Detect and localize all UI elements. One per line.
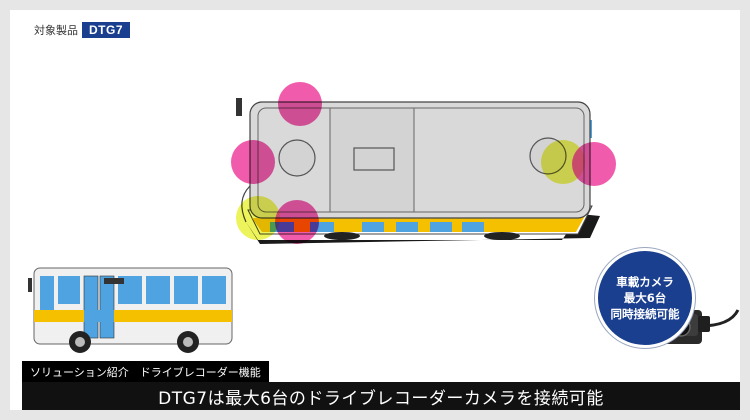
- camera-zones: [231, 82, 616, 244]
- camera-zone-magenta-top: [278, 82, 322, 126]
- scene-illustration: [28, 82, 740, 353]
- camera-zone-magenta-front: [231, 140, 275, 184]
- product-model-badge: DTG7: [82, 22, 131, 38]
- slide-frame: 対象製品 DTG7: [10, 10, 740, 410]
- slide-caption: DTG7は最大6台のドライブレコーダーカメラを接続可能: [22, 382, 740, 410]
- badge-line-3: 同時接続可能: [610, 307, 680, 321]
- camera-zone-yellow-front: [236, 196, 280, 240]
- camera-count-badge: 車載カメラ 最大6台 同時接続可能: [595, 248, 695, 348]
- camera-zone-magenta-side: [275, 200, 319, 244]
- product-label: 対象製品: [34, 24, 78, 37]
- bus-side-view-icon: [28, 267, 233, 353]
- product-tag: 対象製品 DTG7: [34, 22, 131, 38]
- bus-top-view-icon: [236, 98, 600, 244]
- badge-line-2: 最大6台: [623, 291, 667, 305]
- section-subtitle: ソリューション紹介 ドライブレコーダー機能: [22, 361, 269, 383]
- badge-line-1: 車載カメラ: [616, 275, 674, 289]
- camera-zone-magenta-rear: [572, 142, 616, 186]
